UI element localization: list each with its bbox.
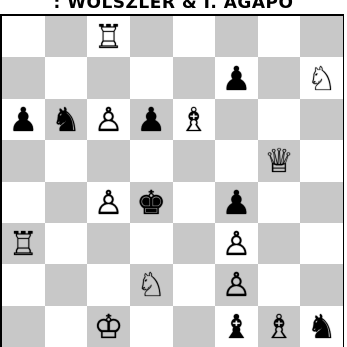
square-d2[interactable]: ♘ xyxy=(130,264,173,305)
square-d3[interactable] xyxy=(130,223,173,264)
white-pawn-icon[interactable]: ♙ xyxy=(94,186,124,219)
square-b1[interactable] xyxy=(45,306,88,347)
square-h3[interactable] xyxy=(300,223,343,264)
black-pawn-icon[interactable]: ♟ xyxy=(136,103,166,136)
white-rook-icon[interactable]: ♖ xyxy=(94,20,124,53)
square-e8[interactable] xyxy=(173,16,216,57)
square-e6[interactable]: ♗ xyxy=(173,99,216,140)
white-pawn-icon[interactable]: ♙ xyxy=(222,227,252,260)
square-b3[interactable] xyxy=(45,223,88,264)
square-d8[interactable] xyxy=(130,16,173,57)
white-king-icon[interactable]: ♔ xyxy=(94,310,124,343)
square-f8[interactable] xyxy=(215,16,258,57)
white-queen-icon[interactable]: ♕ xyxy=(264,144,294,177)
white-bishop-icon[interactable]: ♗ xyxy=(264,310,294,343)
square-g1[interactable]: ♗ xyxy=(258,306,301,347)
square-d6[interactable]: ♟ xyxy=(130,99,173,140)
square-h1[interactable]: ♞ xyxy=(300,306,343,347)
square-d4[interactable]: ♚ xyxy=(130,182,173,223)
square-h8[interactable] xyxy=(300,16,343,57)
square-a7[interactable] xyxy=(2,57,45,98)
square-e5[interactable] xyxy=(173,140,216,181)
square-g2[interactable] xyxy=(258,264,301,305)
square-f1[interactable]: ♝ xyxy=(215,306,258,347)
black-knight-icon[interactable]: ♞ xyxy=(51,103,81,136)
square-g3[interactable] xyxy=(258,223,301,264)
square-f4[interactable]: ♟ xyxy=(215,182,258,223)
square-a2[interactable] xyxy=(2,264,45,305)
square-a6[interactable]: ♟ xyxy=(2,99,45,140)
square-e3[interactable] xyxy=(173,223,216,264)
game-title: : WOLSZLER & I. AGAPO xyxy=(0,0,347,14)
white-pawn-icon[interactable]: ♙ xyxy=(222,268,252,301)
square-g5[interactable]: ♕ xyxy=(258,140,301,181)
square-a4[interactable] xyxy=(2,182,45,223)
white-knight-icon[interactable]: ♘ xyxy=(136,268,166,301)
square-d1[interactable] xyxy=(130,306,173,347)
square-d5[interactable] xyxy=(130,140,173,181)
square-c7[interactable] xyxy=(87,57,130,98)
square-g6[interactable] xyxy=(258,99,301,140)
square-a5[interactable] xyxy=(2,140,45,181)
black-pawn-icon[interactable]: ♟ xyxy=(222,186,252,219)
square-h2[interactable] xyxy=(300,264,343,305)
black-pawn-icon[interactable]: ♟ xyxy=(222,62,252,95)
square-g8[interactable] xyxy=(258,16,301,57)
square-e2[interactable] xyxy=(173,264,216,305)
square-c4[interactable]: ♙ xyxy=(87,182,130,223)
square-f2[interactable]: ♙ xyxy=(215,264,258,305)
square-h5[interactable] xyxy=(300,140,343,181)
square-c1[interactable]: ♔ xyxy=(87,306,130,347)
square-g4[interactable] xyxy=(258,182,301,223)
black-bishop-icon[interactable]: ♝ xyxy=(222,310,252,343)
square-e4[interactable] xyxy=(173,182,216,223)
square-b2[interactable] xyxy=(45,264,88,305)
square-a8[interactable] xyxy=(2,16,45,57)
square-a1[interactable] xyxy=(2,306,45,347)
square-e7[interactable] xyxy=(173,57,216,98)
square-h4[interactable] xyxy=(300,182,343,223)
square-c3[interactable] xyxy=(87,223,130,264)
square-g7[interactable] xyxy=(258,57,301,98)
square-d7[interactable] xyxy=(130,57,173,98)
black-knight-icon[interactable]: ♞ xyxy=(307,310,337,343)
square-f5[interactable] xyxy=(215,140,258,181)
square-b6[interactable]: ♞ xyxy=(45,99,88,140)
square-b5[interactable] xyxy=(45,140,88,181)
square-c2[interactable] xyxy=(87,264,130,305)
square-f3[interactable]: ♙ xyxy=(215,223,258,264)
black-pawn-icon[interactable]: ♟ xyxy=(9,103,39,136)
square-b4[interactable] xyxy=(45,182,88,223)
white-rook-icon[interactable]: ♖ xyxy=(9,227,39,260)
chess-board[interactable]: ♖ ♟ ♘ ♟ ♞ ♙ ♟ ♗ ♕ ♙ ♚ ♟ ♖ ♙ ♘ ♙ ♔ ♝ ♗ ♞ xyxy=(0,14,344,347)
square-f7[interactable]: ♟ xyxy=(215,57,258,98)
square-e1[interactable] xyxy=(173,306,216,347)
white-pawn-icon[interactable]: ♙ xyxy=(94,103,124,136)
square-a3[interactable]: ♖ xyxy=(2,223,45,264)
square-b7[interactable] xyxy=(45,57,88,98)
square-c6[interactable]: ♙ xyxy=(87,99,130,140)
black-king-icon[interactable]: ♚ xyxy=(136,186,166,219)
white-bishop-icon[interactable]: ♗ xyxy=(179,103,209,136)
square-c5[interactable] xyxy=(87,140,130,181)
square-b8[interactable] xyxy=(45,16,88,57)
white-knight-icon[interactable]: ♘ xyxy=(307,62,337,95)
square-f6[interactable] xyxy=(215,99,258,140)
square-h6[interactable] xyxy=(300,99,343,140)
square-h7[interactable]: ♘ xyxy=(300,57,343,98)
square-c8[interactable]: ♖ xyxy=(87,16,130,57)
